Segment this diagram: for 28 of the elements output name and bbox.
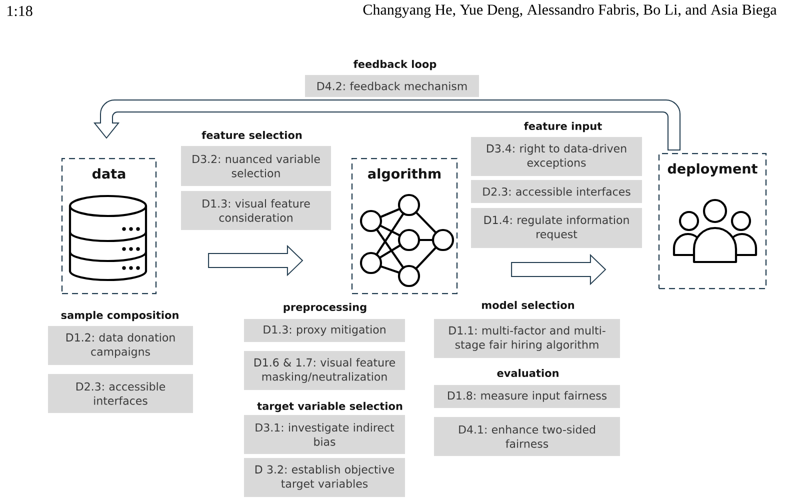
stage-box: algorithm [351, 158, 458, 294]
text-box: D2.3: accessible interfaces [471, 180, 642, 203]
text-box: D1.8: measure input fairness [434, 385, 620, 408]
stage-box: data [61, 158, 157, 294]
heading: sample composition [61, 310, 178, 322]
text-box: D2.3: accessible interfaces [48, 374, 193, 413]
text-box: D1.3: visual feature consideration [181, 191, 331, 230]
text-box: D1.2: data donation campaigns [48, 326, 193, 365]
block-arrow [208, 244, 304, 276]
heading: target variable selection [257, 402, 402, 412]
heading: preprocessing [284, 302, 366, 314]
text-box: D3.2: nuanced variable selection [181, 146, 331, 186]
text-box: D4.1: enhance two-sided fairness [434, 417, 620, 456]
text-box: D1.1: multi-factor and multi-stage fair hiring algorithm [434, 319, 620, 358]
loop-arrow [94, 100, 680, 150]
text-box: D1.6 & 1.7: visual feature masking/neutralization [244, 351, 405, 390]
text-box: D1.3: proxy mitigation [244, 319, 405, 342]
text-box: D4.2: feedback mechanism [305, 75, 479, 97]
text-box: D1.4: regulate information request [471, 208, 642, 248]
text-box: D3.4: right to data-driven exceptions [471, 137, 642, 176]
block-arrow [511, 254, 606, 286]
author-line: Changyang He, Yue Deng, Alessandro Fabris, Bo Li, and Asia Biega [363, 4, 777, 18]
heading: evaluation [497, 368, 558, 378]
page-number: 1:18 [8, 6, 32, 16]
text-box: D3.1: investigate indirect bias [244, 415, 405, 454]
heading: model selection [482, 300, 574, 310]
text-box: D 3.2: establish objective target variables [244, 458, 405, 497]
stage-box: deployment [658, 153, 767, 290]
